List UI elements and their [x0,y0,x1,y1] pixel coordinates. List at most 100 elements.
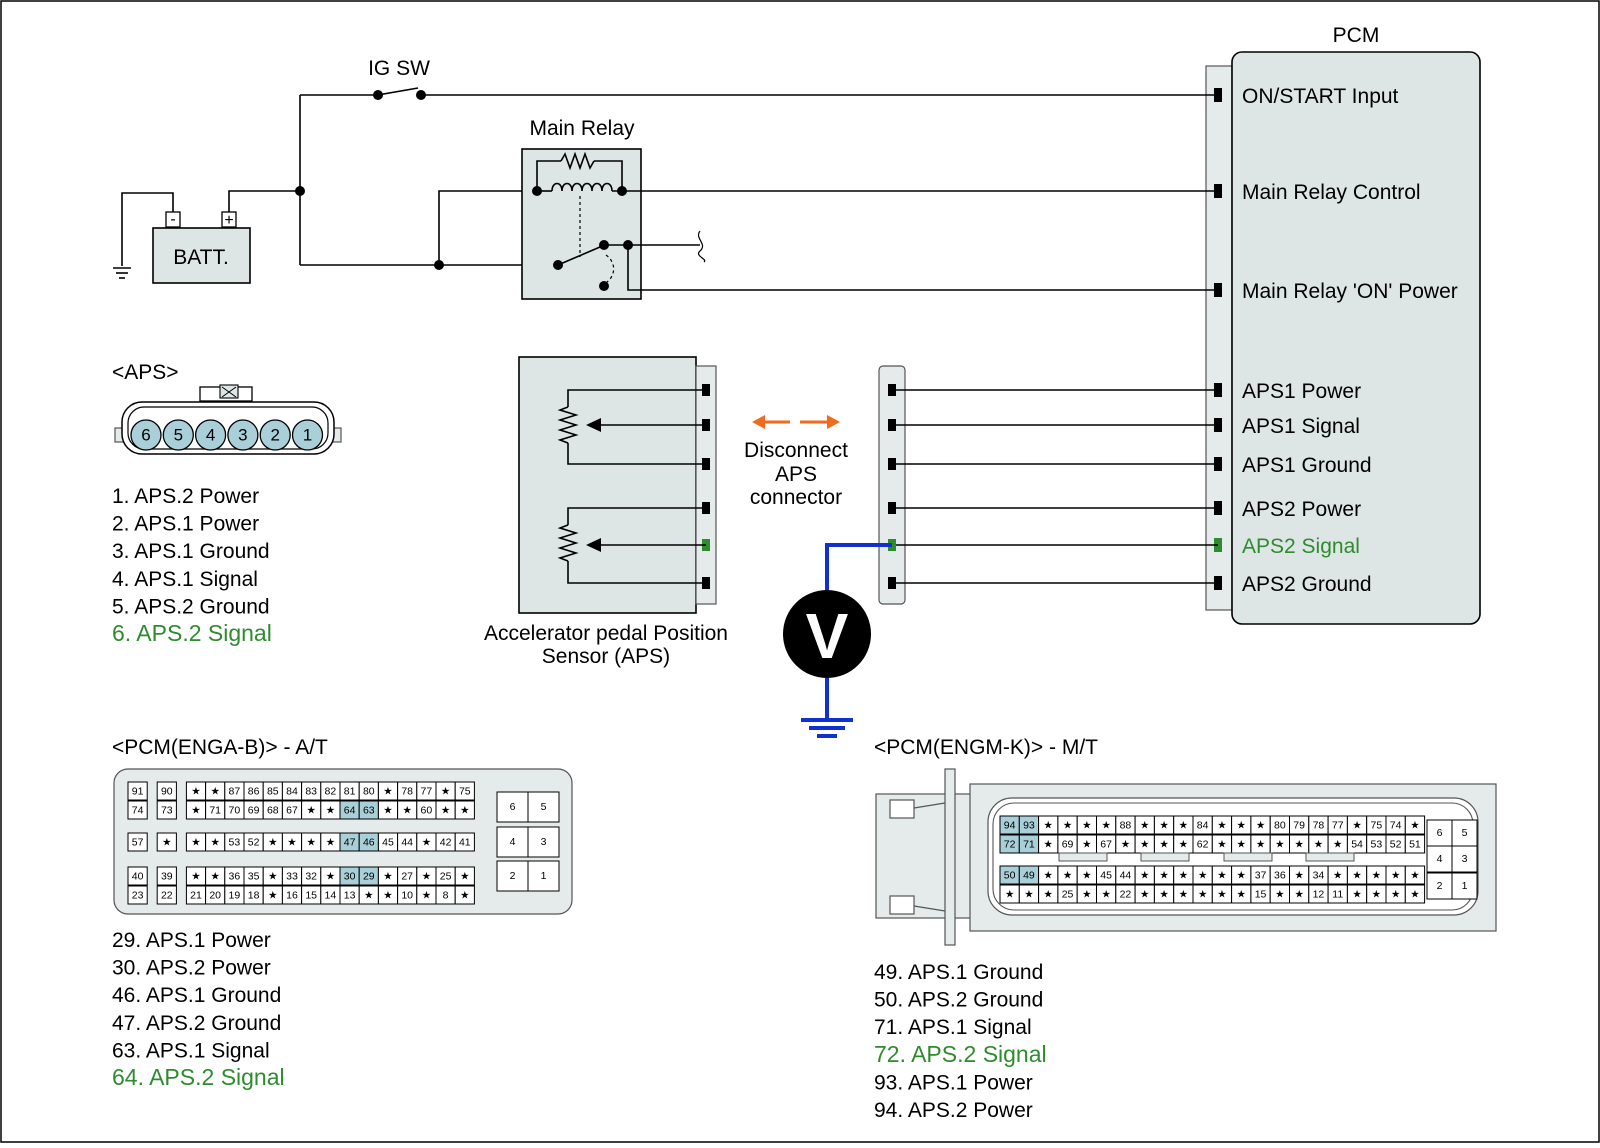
pcm-at-pin-number: 10 [401,890,413,902]
pcm-mt-pin-number: ★ [1256,839,1266,851]
pcm-at-pin [454,885,475,905]
pcm-mt-key-slot [1305,852,1355,862]
pcm-mt-legend-item: 94. APS.2 Power [874,1099,1033,1122]
pcm-mt-pin [1404,834,1426,854]
aps-connector-pin [227,419,259,451]
pcm-mt-key-slot [1058,852,1108,862]
pcm-mt-side-pin-number: 6 [1437,827,1443,839]
pcm-at-pin-number: 75 [459,786,471,798]
pcm-at-side-pin [527,826,560,858]
pcm-at-side-pin-number: 3 [541,836,547,848]
pcm-at-pin-number: 14 [325,890,337,902]
pcm-title: PCM [1333,24,1380,47]
pcm-mt-pin-number: 34 [1313,870,1325,882]
pcm-mt-pin-number: ★ [1410,889,1420,901]
aps-connector-pin-number: 6 [141,426,150,445]
pcm-mt-pin-number: 45 [1100,870,1112,882]
pcm-mt-pin [1404,815,1426,835]
pcm-at-pin-number: 21 [190,890,202,902]
aps-connector-pin [130,419,162,451]
harness-pin [888,577,896,589]
pcm-mt-pin [1404,865,1426,885]
pcm-at-pin [156,885,177,905]
pcm-mt-key-slot [1140,852,1190,862]
pcm-mt-pin-number: ★ [1044,870,1054,882]
pcm-mt-pin-number: 93 [1023,820,1035,832]
pcm-at-pin-number: 69 [248,805,260,817]
harness-pin [888,384,896,396]
pcm-at-pin-number: 45 [382,837,394,849]
pcm-mt-pin-number: 74 [1390,820,1402,832]
pcm-mt-pin-number: ★ [1179,839,1189,851]
aps-legend-item: 1. APS.2 Power [112,485,259,508]
pcm-mt-pin-number: 75 [1371,820,1383,832]
pcm-mt-pin-number: 69 [1062,839,1074,851]
pcm-at-pin-number: ★ [326,805,336,817]
pcm-at-pin-number: 32 [305,871,317,883]
aps-sensor-connector [695,365,717,605]
pcm-mt-pin-number: ★ [1237,889,1247,901]
pcm-at-pin-number: 68 [267,805,279,817]
aps-connector-pin-number: 2 [270,426,279,445]
relay-contact-blade [557,246,601,266]
pcm-mt-legend-item: 49. APS.1 Ground [874,961,1043,984]
pcm-at-pin-number: 57 [132,837,144,849]
pcm-mt-side-pin [1451,872,1478,900]
pcm-at-legend-item: 64. APS.2 Signal [112,1064,285,1090]
pcm-mt-pin-number: ★ [1121,839,1131,851]
pcm-mt-pin-number: ★ [1275,889,1285,901]
pcm-mt-pin-number: ★ [1159,870,1169,882]
pcm-mt-pin-number: 78 [1313,820,1325,832]
pcm-at-pin-number: 40 [132,871,144,883]
pcm-at-pin-number: 19 [229,890,241,902]
pcm-mt-pin-number: 22 [1120,889,1132,901]
pcm-at-pin [454,781,475,801]
pcm-at-side-pin [496,860,529,892]
pcm-mt-pin-number: ★ [1333,839,1343,851]
pcm-at-pin-number: 71 [209,805,221,817]
pcm-mt-pin-number: 54 [1351,839,1363,851]
aps-sensor-label-line2: Sensor (APS) [542,645,670,668]
pcm-pin-label: APS1 Power [1242,380,1361,403]
pcm-mt-side-pin-number: 5 [1462,827,1468,839]
aps2-wiper-arrow-icon [586,538,601,552]
pcm-at-pin-number: ★ [162,837,172,849]
pcm-mt-pin-number: ★ [1352,820,1362,832]
aps-legend-item: 4. APS.1 Signal [112,568,258,591]
pcm-mt-pin-number: 84 [1197,820,1209,832]
pcm-at-pin-number: 22 [161,890,173,902]
pcm-at-pin-number: ★ [364,890,374,902]
pcm-at-pin-number: 16 [286,890,298,902]
pcm-mt-pin-number: ★ [1391,870,1401,882]
pcm-mt-pin-number: ★ [1294,870,1304,882]
pcm-mt-pin-number: 25 [1062,889,1074,901]
pcm-at-side-pin-number: 6 [510,801,516,813]
pcm-mt-pin-number: ★ [1024,889,1034,901]
pcm-mt-title: <PCM(ENGM-K)> - M/T [874,736,1098,759]
pcm-mt-pin-number: 50 [1004,870,1016,882]
pcm-mt-pin-number: ★ [1082,839,1092,851]
pcm-at-side-pin-number: 2 [510,870,516,882]
pcm-mt-pin-number: ★ [1237,870,1247,882]
pcm-at-pin-number: ★ [383,786,393,798]
pcm-mt-pin-number: 44 [1120,870,1132,882]
pcm-at-pin-number: 77 [421,786,433,798]
pcm-at-pin-number: ★ [191,805,201,817]
pcm-at-pin-number: 15 [305,890,317,902]
aps-sensor: Accelerator pedal Position Sensor (APS) [484,356,728,668]
pcm-mt-pin-number: 36 [1274,870,1286,882]
pcm-at-pin [127,866,148,886]
pcm-mt-pin-number: ★ [1140,839,1150,851]
pcm-at-pin-number: 78 [401,786,413,798]
voltmeter: V [783,543,892,738]
pcm-at-pin-number: 33 [286,871,298,883]
pcm-mt-pin-number: 51 [1409,839,1421,851]
pcm-mt-key-slot [1223,852,1273,862]
pcm-at-pin-number: 67 [286,805,298,817]
pcm-at-pin-number: ★ [441,805,451,817]
disconnect-annotation: Disconnect APS connector [744,415,848,509]
aps-connector-pin [291,419,324,451]
